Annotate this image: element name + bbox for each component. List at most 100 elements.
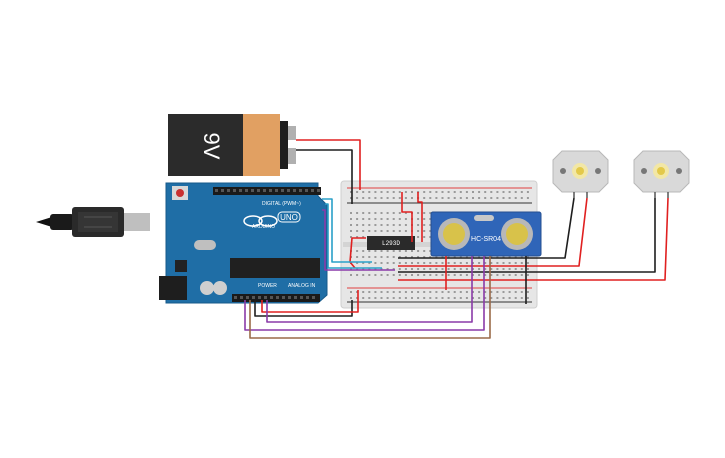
hole bbox=[404, 191, 407, 193]
hole bbox=[484, 191, 487, 193]
hole bbox=[490, 291, 493, 293]
hole bbox=[386, 191, 389, 193]
hole bbox=[472, 262, 474, 264]
hole bbox=[478, 268, 481, 270]
hole bbox=[392, 256, 395, 258]
hole bbox=[374, 262, 377, 264]
hole bbox=[356, 268, 359, 270]
hole bbox=[447, 191, 450, 193]
hole bbox=[478, 297, 481, 299]
hole bbox=[233, 189, 236, 192]
hole bbox=[386, 291, 389, 293]
hole bbox=[398, 230, 401, 232]
hole bbox=[453, 197, 456, 199]
hole bbox=[484, 256, 487, 258]
hole bbox=[520, 291, 523, 293]
hole bbox=[508, 274, 511, 276]
hole bbox=[368, 224, 371, 226]
hole bbox=[300, 296, 303, 299]
wire-battery-negative bbox=[296, 149, 353, 204]
hole bbox=[429, 262, 432, 264]
hole bbox=[380, 224, 383, 226]
hole bbox=[374, 297, 377, 299]
hole bbox=[398, 274, 401, 276]
hole bbox=[490, 297, 493, 299]
hole bbox=[386, 250, 389, 252]
hole bbox=[288, 296, 291, 299]
hole bbox=[398, 268, 401, 270]
hole bbox=[317, 189, 320, 192]
hole bbox=[435, 197, 438, 199]
hole bbox=[484, 291, 487, 293]
hole bbox=[520, 256, 523, 258]
hole bbox=[417, 250, 420, 252]
wire-signal-cyan bbox=[322, 198, 372, 263]
dc-motor-left bbox=[552, 150, 609, 198]
hole bbox=[453, 262, 456, 264]
hole bbox=[356, 274, 359, 276]
hole bbox=[441, 256, 444, 258]
hole bbox=[429, 212, 432, 214]
hole bbox=[447, 268, 450, 270]
hole bbox=[221, 189, 224, 192]
hole bbox=[447, 291, 450, 293]
hole bbox=[417, 274, 420, 276]
wire-bb-red-1 bbox=[401, 192, 413, 242]
hole bbox=[411, 197, 413, 199]
hole bbox=[404, 274, 407, 276]
analog-header-label: ANALOG IN bbox=[288, 283, 316, 289]
hole bbox=[435, 191, 438, 193]
hole bbox=[380, 291, 383, 293]
hole bbox=[305, 189, 308, 192]
hole bbox=[502, 191, 505, 193]
hole bbox=[398, 256, 401, 258]
hole bbox=[258, 296, 261, 299]
hole bbox=[270, 296, 273, 299]
hole bbox=[478, 291, 481, 293]
hole bbox=[459, 268, 462, 270]
hole bbox=[435, 268, 438, 270]
hole bbox=[276, 296, 279, 299]
hole bbox=[404, 230, 407, 232]
board-brand: ARDUINO bbox=[252, 224, 275, 230]
wire-loop-purple-1 bbox=[266, 256, 473, 323]
hole bbox=[374, 250, 377, 252]
hole bbox=[404, 262, 407, 264]
hole bbox=[374, 230, 377, 232]
hole bbox=[380, 230, 383, 232]
wire-motor-left-red bbox=[398, 197, 588, 267]
hole bbox=[423, 224, 426, 226]
hole bbox=[350, 230, 352, 232]
hole bbox=[299, 189, 302, 192]
hole bbox=[398, 250, 401, 252]
wire-motor-right-red bbox=[398, 197, 669, 281]
hole bbox=[429, 197, 432, 199]
hole bbox=[356, 250, 359, 252]
hole bbox=[281, 189, 284, 192]
hole bbox=[392, 291, 395, 293]
hole bbox=[417, 212, 420, 214]
hole bbox=[386, 268, 389, 270]
hole bbox=[374, 212, 377, 214]
hole bbox=[459, 262, 462, 264]
hole bbox=[423, 291, 426, 293]
hole bbox=[356, 291, 359, 293]
power-header-label: POWER bbox=[258, 283, 277, 289]
hole bbox=[380, 268, 383, 270]
wires bbox=[244, 139, 669, 339]
hole bbox=[508, 256, 511, 258]
hole bbox=[423, 250, 426, 252]
hole bbox=[392, 262, 395, 264]
hole bbox=[441, 197, 444, 199]
hole bbox=[239, 189, 242, 192]
hole bbox=[398, 191, 401, 193]
hole bbox=[392, 297, 395, 299]
hole bbox=[404, 291, 407, 293]
hole bbox=[411, 256, 413, 258]
hole bbox=[356, 230, 359, 232]
hole bbox=[380, 250, 383, 252]
hole bbox=[465, 191, 468, 193]
hole bbox=[496, 262, 499, 264]
hole bbox=[374, 197, 377, 199]
